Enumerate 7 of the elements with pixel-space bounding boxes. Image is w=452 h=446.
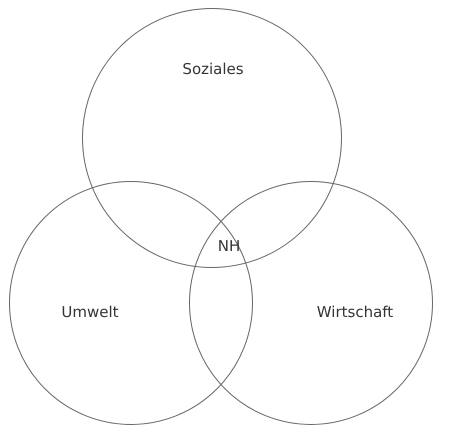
- set-label: Umwelt: [61, 303, 119, 321]
- set-circle: [82, 8, 342, 268]
- intersection-label: NH: [218, 237, 240, 255]
- set-circle: [9, 181, 253, 425]
- set-label: Soziales: [182, 60, 244, 78]
- set-label: Wirtschaft: [316, 303, 394, 321]
- set-circle: [189, 181, 433, 425]
